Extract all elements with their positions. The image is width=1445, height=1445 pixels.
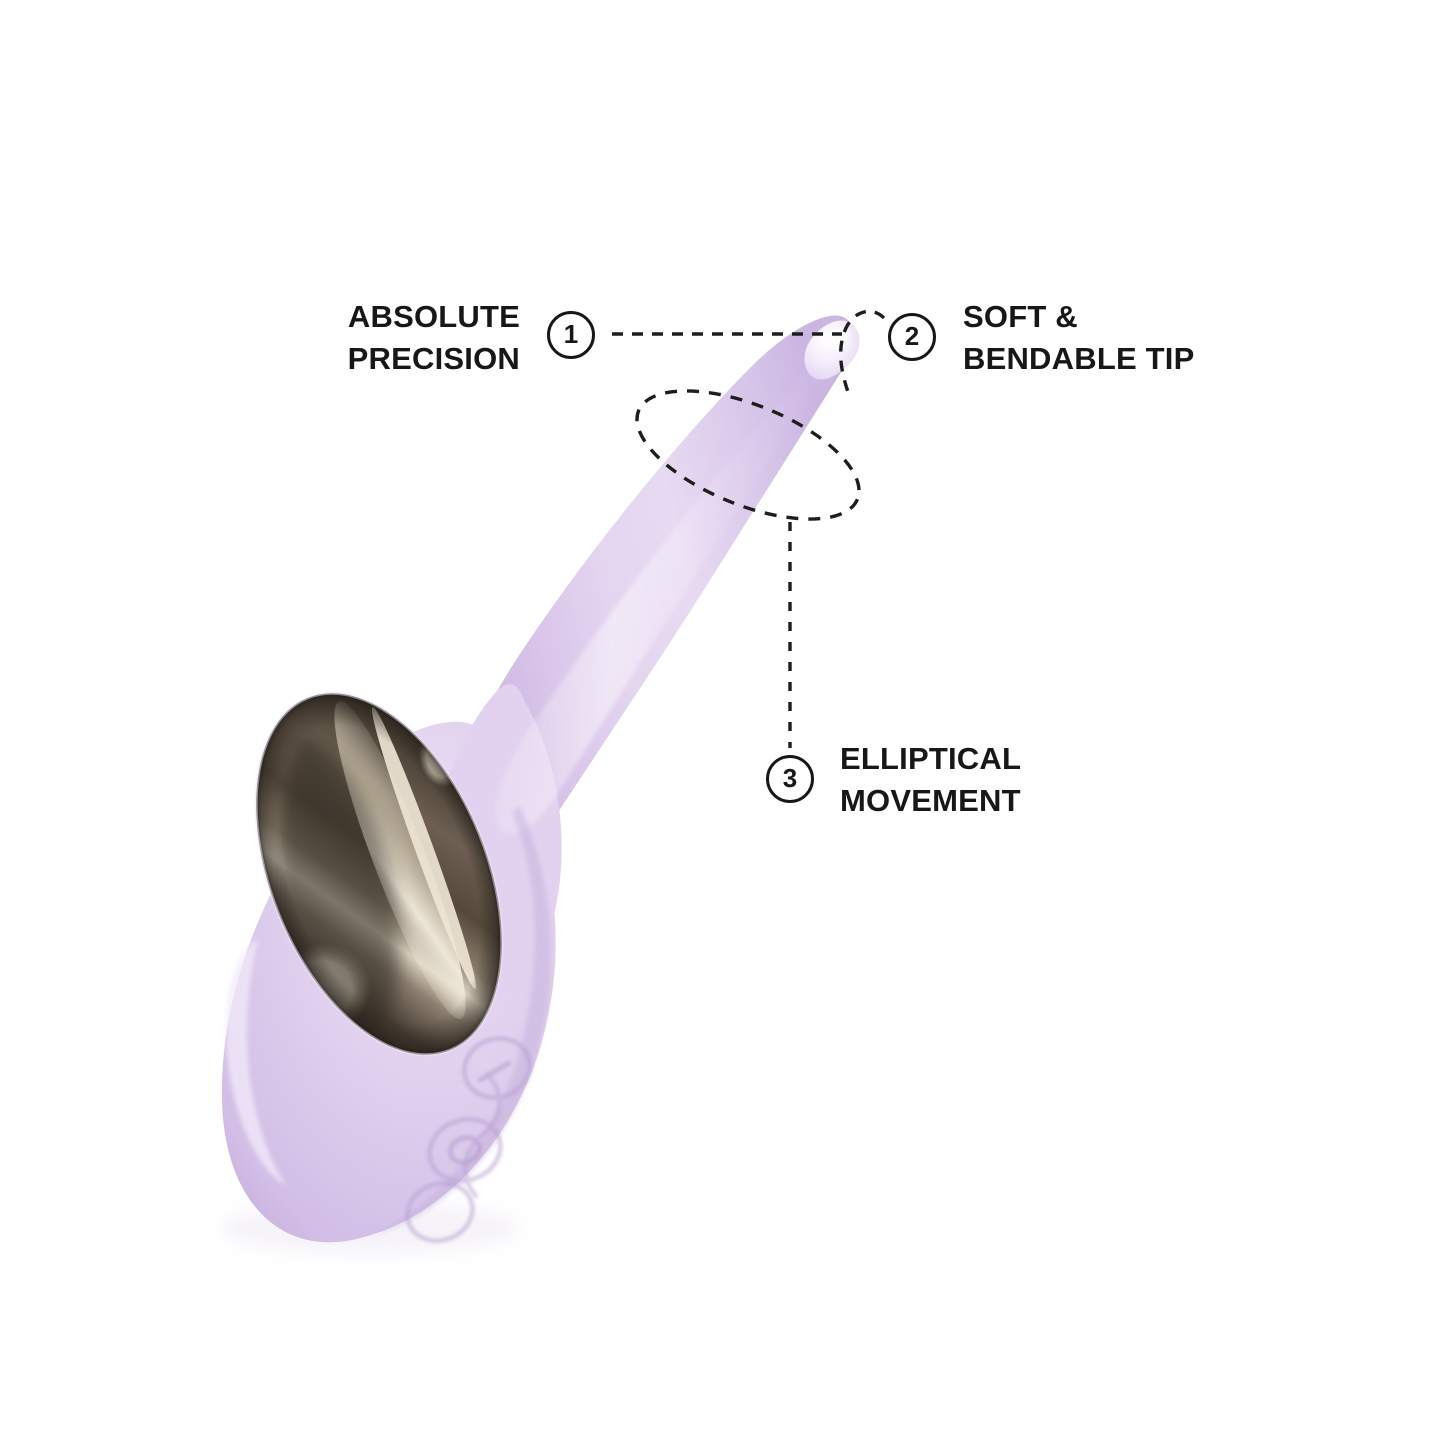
leader-ellipse-orbit [635, 389, 861, 521]
callout-badge-3-number: 3 [782, 763, 798, 793]
callout-badge-2-number: 2 [904, 321, 920, 351]
metal-inset-rim [254, 691, 504, 1057]
product-body-group [220, 315, 860, 1254]
power-button [427, 1116, 503, 1184]
bulb-left-highlight [225, 940, 286, 1186]
plus-button [405, 1181, 475, 1243]
control-panel [405, 1036, 532, 1243]
callout-label-elliptical-movement: ELLIPTICAL MOVEMENT [840, 741, 1022, 818]
callout-label-soft-bendable-tip: SOFT & BENDABLE TIP [963, 299, 1195, 376]
minus-button [462, 1036, 532, 1100]
annotation-leaders [612, 309, 886, 748]
minus-icon [477, 1060, 512, 1083]
metal-inner-shadow [256, 693, 502, 1055]
stem-highlight [495, 329, 843, 834]
callout-badge-2[interactable]: 2 [888, 313, 936, 361]
callout-badge-1[interactable]: 1 [547, 311, 595, 359]
callout-label-absolute-precision: ABSOLUTE PRECISION [347, 299, 520, 376]
leader-arc-bendable-tip [839, 309, 886, 393]
plus-icon [423, 1195, 457, 1229]
callout-badge-3[interactable]: 3 [766, 755, 814, 803]
power-icon [448, 1135, 482, 1165]
bulb-right-shade [372, 806, 552, 1236]
callout-badge-1-number: 1 [563, 319, 579, 349]
